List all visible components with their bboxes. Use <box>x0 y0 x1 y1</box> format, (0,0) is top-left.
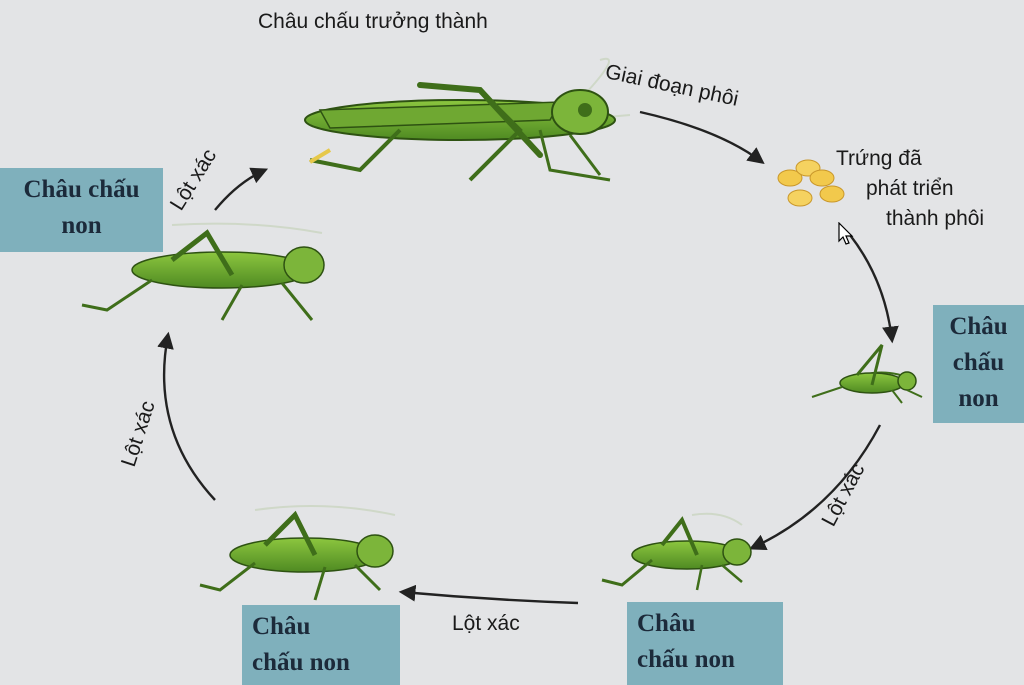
eggs-label: Trứng đã phát triển thành phôi <box>836 144 984 234</box>
arrow-embryo-stage <box>639 110 765 165</box>
nymph-box-right-line-1: Châu <box>949 313 1008 340</box>
eggs-label-line-1: Trứng đã <box>836 147 922 170</box>
nymph-box-right-line-2: chấu <box>952 349 1005 376</box>
nymph-bottom-left-image <box>199 505 396 601</box>
nymph-box-right-line-3: non <box>958 385 999 412</box>
molt-label-bottom: Lột xác <box>452 612 520 635</box>
nymph-box-right: Châu chấu non <box>933 305 1024 423</box>
eggs-image <box>777 159 845 207</box>
nymph-top-left-image <box>81 222 325 321</box>
nymph-box-bottom-left: Châu chấu non <box>242 605 400 685</box>
mouse-pointer-icon <box>838 222 854 245</box>
nymph-box-bottom-right-line-2: chấu non <box>637 646 735 673</box>
nymph-box-top-left: Châu chấu non <box>0 168 163 252</box>
adult-grasshopper-image <box>304 57 631 182</box>
arrow-molt-right <box>748 424 882 551</box>
nymph-box-bottom-right-line-1: Châu <box>637 610 696 637</box>
nymph-box-bottom-left-line-1: Châu <box>252 613 311 640</box>
nymph-box-top-left-line-2: non <box>61 212 102 239</box>
nymph-box-bottom-left-line-2: chấu non <box>252 649 350 676</box>
arrow-molt-left <box>157 331 216 501</box>
nymph-bottom-right-image <box>601 512 752 591</box>
nymph-box-top-left-line-1: Châu chấu <box>23 176 140 203</box>
eggs-label-line-3: thành phôi <box>886 207 985 230</box>
arrow-molt-top-left <box>214 167 269 211</box>
adult-grasshopper-label: Châu chấu trưởng thành <box>258 10 488 33</box>
arrow-molt-bottom <box>398 584 579 605</box>
nymph-box-bottom-right: Châu chấu non <box>627 602 783 685</box>
eggs-label-line-2: phát triển <box>866 177 954 200</box>
arrow-eggs-to-nymph1 <box>849 234 899 344</box>
nymph-right-image <box>811 344 923 404</box>
